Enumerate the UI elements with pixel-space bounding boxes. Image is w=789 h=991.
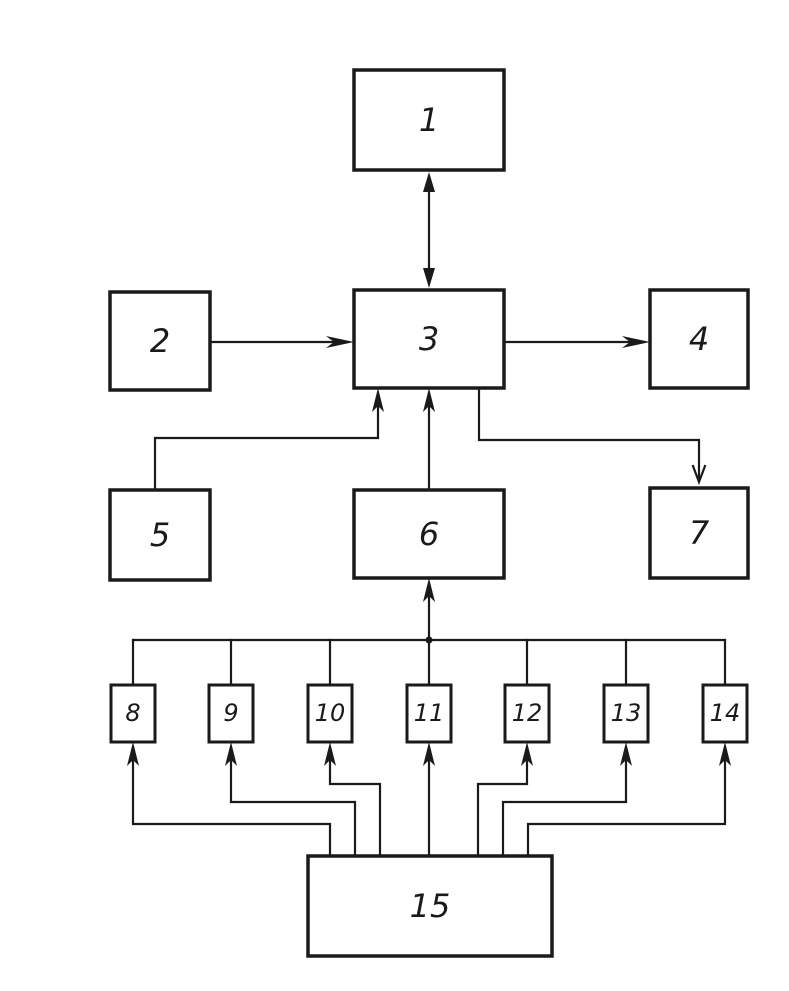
- block-1: 1: [352, 68, 506, 172]
- block-6: 6: [352, 488, 506, 580]
- connector-15-10: [324, 742, 382, 858]
- connector-3-4: [502, 336, 650, 348]
- block-2: 2: [108, 290, 212, 392]
- block-1-label: 1: [419, 101, 439, 139]
- connector-15-11: [423, 742, 435, 858]
- connector-2-3: [208, 336, 354, 348]
- block-11: 11: [405, 683, 453, 744]
- block-8-label: 8: [125, 699, 140, 727]
- connector-6-3: [423, 388, 435, 492]
- connector-5-3: [153, 388, 384, 492]
- connector-1-3: [423, 172, 435, 288]
- block-2-label: 2: [150, 322, 170, 360]
- block-7: 7: [648, 486, 750, 580]
- block-14: 14: [701, 683, 749, 744]
- block-3-label: 3: [419, 320, 439, 358]
- block-10: 10: [306, 683, 354, 744]
- block-14-label: 14: [710, 699, 741, 727]
- block-3: 3: [352, 288, 506, 390]
- block-4-label: 4: [689, 320, 709, 358]
- block-6-label: 6: [419, 515, 439, 553]
- block-5-label: 5: [150, 516, 170, 554]
- block-12: 12: [503, 683, 551, 744]
- connector-15-9: [225, 742, 357, 858]
- connector-15-14: [526, 742, 731, 858]
- connector-3-7: [477, 386, 707, 486]
- block-7-label: 7: [689, 514, 710, 552]
- block-5: 5: [108, 488, 212, 582]
- connector-15-13: [501, 742, 632, 858]
- block-10-label: 10: [315, 699, 346, 727]
- block-15: 15: [306, 854, 554, 958]
- block-9: 9: [207, 683, 255, 744]
- block-4: 4: [648, 288, 750, 390]
- connector-15-8: [127, 742, 332, 858]
- block-13: 13: [602, 683, 650, 744]
- block-12-label: 12: [512, 699, 543, 727]
- block-11-label: 11: [414, 699, 445, 727]
- block-15-label: 15: [410, 887, 451, 925]
- block-13-label: 13: [611, 699, 642, 727]
- block-9-label: 9: [223, 699, 238, 727]
- connector-bus-6: [131, 578, 727, 687]
- connector-15-12: [476, 742, 533, 858]
- block-8: 8: [109, 683, 157, 744]
